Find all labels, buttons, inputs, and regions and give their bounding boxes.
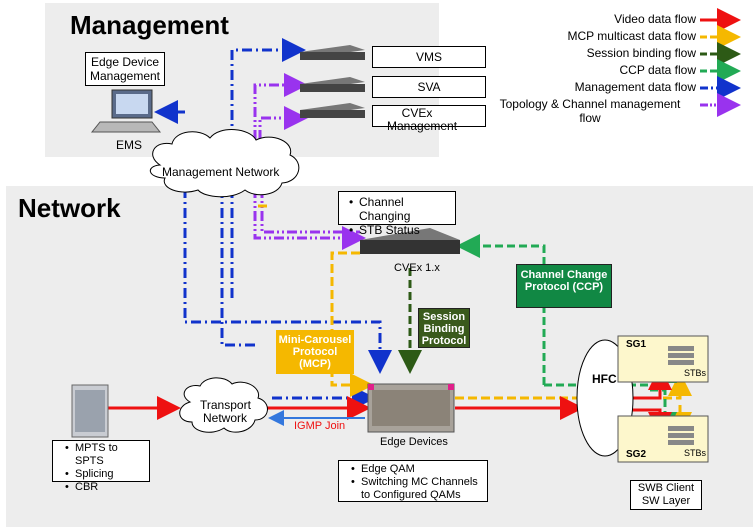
legend-ccp: CCP data flow: [619, 63, 696, 77]
sg2-label: SG2: [626, 449, 647, 460]
edge-note-2: Switching MC Channels to Configured QAMs: [351, 476, 483, 502]
swb-client-label: SWB Client SW Layer: [637, 482, 695, 507]
management-network-cloud: [150, 129, 300, 198]
source-note-3: CBR: [65, 481, 145, 494]
source-note-1: MPTS to SPTS: [65, 442, 145, 468]
ems-computer-icon: [90, 89, 162, 133]
sva-server-icon: [300, 77, 365, 92]
sva-box: SVA: [372, 76, 486, 98]
cvex-note-2: STB Status: [349, 223, 451, 237]
mcp-label: Mini-Carousel Protocol (MCP): [278, 334, 352, 370]
edge-devices-label: Edge Devices: [380, 436, 448, 448]
cvex-mgmt-box: CVEx Management: [372, 105, 486, 133]
cvex-mgmt-label: CVEx Management: [387, 106, 458, 133]
transport-network-label: Transport Network: [200, 398, 251, 425]
network-title: Network: [18, 193, 121, 223]
legend-topology: Topology & Channel management flow: [499, 97, 681, 125]
edge-notes-box: Edge QAM Switching MC Channels to Config…: [338, 460, 488, 502]
edge-devices-icon: [367, 383, 455, 433]
legend-arrows: [700, 8, 741, 117]
sva-label: SVA: [417, 80, 441, 94]
management-title: Management: [70, 10, 229, 40]
swb-client-box: SWB Client SW Layer: [630, 480, 702, 510]
source-notes-box: MPTS to SPTS Splicing CBR: [52, 440, 150, 494]
stb-icons-sg2: [668, 426, 694, 445]
edge-note-1: Edge QAM: [351, 463, 483, 476]
transport-network-cloud: [179, 377, 268, 433]
edge-device-mgmt-box: Edge Device Management: [85, 52, 165, 86]
cvex-notes-box: Channel Changing STB Status: [338, 191, 456, 237]
sg1-label: SG1: [626, 339, 647, 350]
edge-device-mgmt-label: Edge Device Management: [89, 55, 161, 83]
ccp-label-box: Channel Change Protocol (CCP): [516, 264, 612, 308]
sg2-box: [617, 415, 709, 463]
igmp-join-label: IGMP Join: [294, 420, 346, 432]
source-note-2: Splicing: [65, 468, 145, 481]
sg1-box: [617, 335, 709, 383]
legend-mcp: MCP multicast data flow: [567, 29, 697, 43]
mcp-label-box: Mini-Carousel Protocol (MCP): [276, 330, 354, 374]
source-device-icon: [71, 384, 109, 438]
legend-video: Video data flow: [614, 12, 696, 26]
session-label-box: Session Binding Protocol: [418, 308, 470, 348]
stbs2-label: STBs: [684, 448, 707, 458]
ccp-label: Channel Change Protocol (CCP): [520, 269, 608, 293]
legend-management: Management data flow: [574, 80, 696, 94]
vms-box: VMS: [372, 46, 486, 68]
cvex-note-1: Channel Changing: [349, 195, 451, 223]
cvex-label: CVEx 1.x: [394, 262, 440, 274]
vms-label: VMS: [415, 50, 442, 64]
stb-icons-sg1: [668, 346, 694, 365]
vms-server-icon: [300, 45, 365, 60]
topology-flow-lines: [253, 73, 366, 250]
hfc-label: HFC: [592, 372, 617, 386]
ems-label: EMS: [116, 138, 143, 152]
cvex-mgmt-server-icon: [300, 103, 365, 118]
session-label: Session Binding Protocol: [421, 311, 467, 347]
legend: Video data flow MCP multicast data flow …: [490, 12, 696, 127]
management-network-label: Management Network: [162, 165, 280, 179]
legend-session: Session binding flow: [586, 46, 696, 60]
stbs1-label: STBs: [684, 368, 707, 378]
